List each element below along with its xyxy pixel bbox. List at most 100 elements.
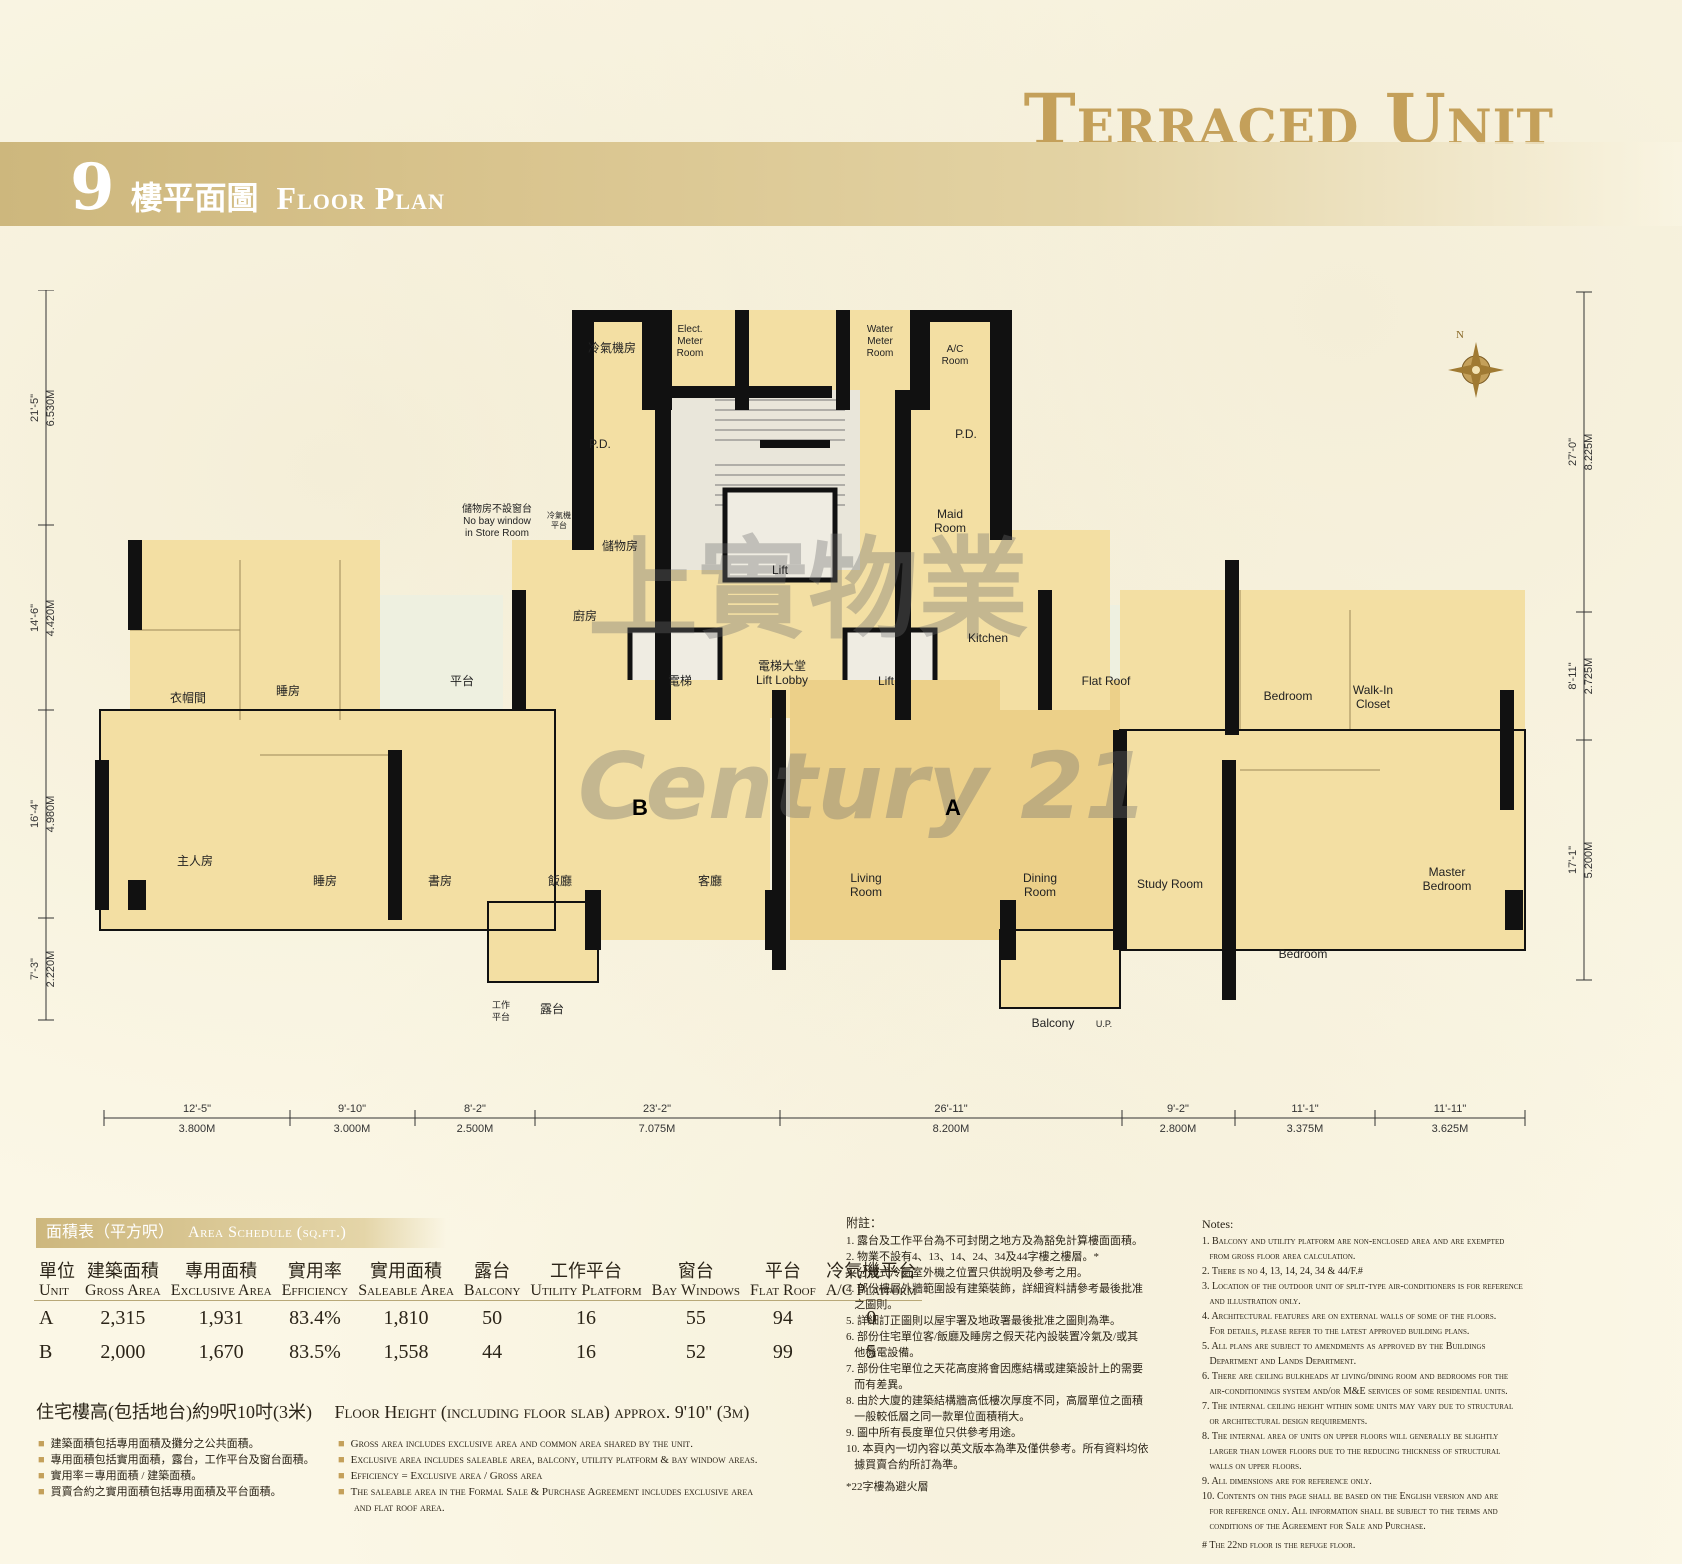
notes-en: Notes: 1. Balcony and utility platform a… xyxy=(1202,1218,1622,1554)
column-header-zh: 建築面積 xyxy=(86,1261,159,1281)
column-header-en: Balcony xyxy=(463,1282,521,1299)
kitchen-zh-label: 廚房 xyxy=(573,608,597,623)
note-item: 3. 分體式冷氣室外機之位置只供說明及參考之用。 xyxy=(846,1267,1088,1279)
dimension-m-label: 2.725M xyxy=(1583,658,1595,695)
maid-room-line1: Maid xyxy=(937,507,963,521)
master-room-zh-label: 主人房 xyxy=(177,853,213,868)
column-header-en: Bay Windows xyxy=(651,1282,740,1299)
walkin-zh-label: 衣帽間 xyxy=(170,690,206,705)
note-item: conditions of the Agreement for Sale and… xyxy=(1202,1521,1426,1532)
dimension-ft-label: 23'-2" xyxy=(643,1103,671,1115)
column-header-en: Utility Platform xyxy=(530,1282,642,1299)
column-header-zh: 窗台 xyxy=(677,1261,714,1281)
water-meter-line1: Water xyxy=(867,324,894,335)
table-cell: B xyxy=(39,1340,53,1363)
note-item: from gross floor area calculation. xyxy=(1202,1251,1356,1262)
table-cell: 1,558 xyxy=(383,1340,429,1363)
walkin-en-line2: Closet xyxy=(1356,697,1391,711)
footnote-zh-item: ■建築面積包括專用面積及攤分之公共面積。 xyxy=(38,1438,260,1450)
note-item: 3. Location of the outdoor unit of split… xyxy=(1202,1281,1523,1292)
unit-a-balcony-area xyxy=(1000,930,1120,1008)
table-cell: 1,810 xyxy=(353,1300,459,1335)
note-item: 而有差異。 xyxy=(846,1379,910,1391)
unit-a-kitchen-area xyxy=(1000,530,1110,710)
lift-right-label: Lift xyxy=(878,674,895,688)
flat-roof-zh-label: 平台 xyxy=(450,673,474,688)
column-header-en: A/C Platform xyxy=(825,1282,917,1299)
bedroom-en-label-1: Bedroom xyxy=(1264,689,1313,703)
note-item: 9. 圖中所有長度單位只供參考用途。 xyxy=(846,1427,1022,1439)
column-header-zh: 實用率 xyxy=(287,1261,342,1281)
pd-right-label: P.D. xyxy=(955,427,977,441)
table-cell: 5 xyxy=(866,1340,877,1363)
dimension-m-label: 3.000M xyxy=(334,1123,371,1135)
note-item: air-conditionings system and/or M&E serv… xyxy=(1202,1386,1508,1397)
note-item: 之圖則。 xyxy=(846,1299,899,1311)
dimension-ft-label: 8'-2" xyxy=(464,1103,486,1115)
table-cell: 2,000 xyxy=(100,1340,146,1363)
dimension-ft-label: 21'-5" xyxy=(29,394,41,422)
note-item: 9. All dimensions are for reference only… xyxy=(1202,1476,1372,1487)
table-cell: 52 xyxy=(685,1340,706,1363)
room-partition-lines xyxy=(130,560,1380,771)
study-zh-label: 書房 xyxy=(428,873,452,888)
elect-meter-line3: Room xyxy=(677,348,704,359)
compass-north-label: N xyxy=(1456,329,1464,341)
table-cell: 2,315 xyxy=(80,1300,166,1335)
dimension-m-label: 4.420M xyxy=(45,600,57,637)
note-item: 2. 物業不設有4、13、14、24、34及44字樓之樓層。* xyxy=(846,1251,1099,1263)
dining-en-line2: Room xyxy=(1024,885,1056,899)
refuge-note-en: # The 22nd floor is the refuge floor. xyxy=(1202,1540,1356,1551)
dimension-ft-label: 27'-0" xyxy=(1567,438,1579,466)
study-en-label: Study Room xyxy=(1137,877,1203,891)
water-meter-line3: Room xyxy=(867,348,894,359)
footnote-zh-item: ■專用面積包括實用面積，露台，工作平台及窗台面積。 xyxy=(38,1454,315,1466)
dimension-ft-label: 16'-4" xyxy=(29,800,41,828)
unit-a-living-area xyxy=(790,680,1120,940)
master-en-line2: Bedroom xyxy=(1423,879,1472,893)
footnote-zh-item: ■買賣合約之實用面積包括專用面積及平台面積。 xyxy=(38,1486,282,1498)
schedule-title-en: Area Schedule (sq.ft.) xyxy=(188,1224,347,1241)
column-header-zh: 實用面積 xyxy=(370,1261,443,1281)
column-header-zh: 冷氣機平台 xyxy=(826,1261,917,1281)
dimension-ft-label: 8'-11" xyxy=(1567,662,1579,689)
note-item: walls on upper floors. xyxy=(1202,1461,1302,1472)
note-item: larger than lower floors due to the redu… xyxy=(1202,1446,1501,1457)
footnote-en-item: ■The saleable area in the Formal Sale & … xyxy=(338,1486,754,1498)
note-item: 8. 由於大廈的建築結構牆高低樓次厚度不同，高層單位之面積 xyxy=(846,1395,1143,1407)
floor-title-zh: 樓平面圖 xyxy=(130,179,259,217)
dimension-m-label: 7.075M xyxy=(639,1123,676,1135)
elect-meter-line2: Meter xyxy=(677,336,703,347)
dimension-m-label: 8.225M xyxy=(1583,434,1595,471)
dimension-ft-label: 7'-3" xyxy=(29,958,41,980)
floor-height-en: Floor Height (including floor slab) appr… xyxy=(334,1402,750,1422)
dimension-m-label: 3.625M xyxy=(1432,1123,1469,1135)
dimension-ft-label: 9'-10" xyxy=(338,1103,366,1115)
notes-zh: 附註： 1. 露台及工作平台為不可封閉之地方及為豁免計算樓面面積。 2. 物業不設… xyxy=(846,1216,1186,1494)
column-header-en: Flat Roof xyxy=(750,1282,816,1299)
note-item: 8. The internal area of units on upper f… xyxy=(1202,1431,1499,1442)
note-item: 1. 露台及工作平台為不可封閉之地方及為豁免計算樓面面積。 xyxy=(846,1235,1143,1247)
footnotes-en: ■Gross area includes exclusive area and … xyxy=(338,1436,757,1516)
living-en-line2: Room xyxy=(850,885,882,899)
dimension-ft-label: 14'-6" xyxy=(29,604,41,632)
table-cell: 83.5% xyxy=(289,1340,341,1363)
floor-plan-drawing: 上實物業 Century 21 B A 冷氣機房 P.D. P.D. Elect… xyxy=(29,290,1595,1135)
dining-en-line1: Dining xyxy=(1023,871,1057,885)
column-header-zh: 單位 xyxy=(39,1261,75,1281)
note-item: for reference only. All information shal… xyxy=(1202,1506,1498,1517)
notes-en-heading: Notes: xyxy=(1202,1217,1234,1231)
footnote-en-item: ■Efficiency = Exclusive area / Gross are… xyxy=(338,1470,543,1482)
outline-walls xyxy=(99,709,1526,1009)
left-flat-roof-area xyxy=(378,595,503,715)
notes-zh-heading: 附註： xyxy=(846,1216,883,1230)
note-item: 7. 部份住宅單位之天花高度將會因應結構或建築設計上的需要 xyxy=(846,1363,1143,1375)
